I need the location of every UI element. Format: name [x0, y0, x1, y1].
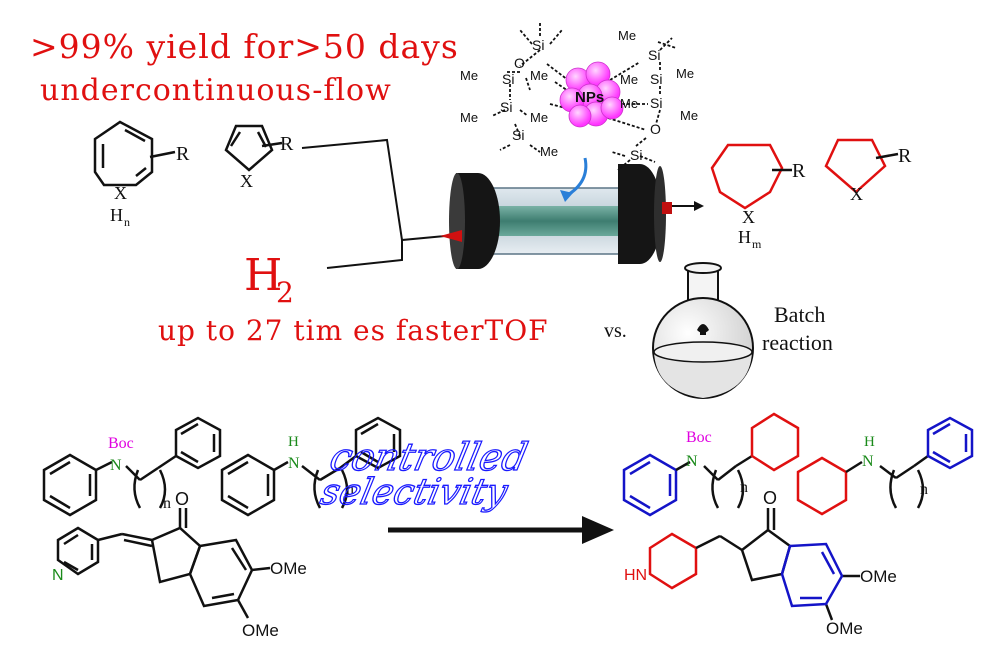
cat-o-1: O: [514, 55, 525, 71]
five-ring-X: X: [240, 171, 253, 191]
prod-six-m: m: [752, 237, 762, 251]
indanone-OMe-2: OMe: [242, 621, 279, 640]
headline-line2: undercontinuous-flow: [40, 73, 392, 108]
cat-si-3: Si: [500, 99, 512, 115]
batch-line2: reaction: [762, 330, 833, 355]
product-boc-amine: [622, 412, 800, 517]
boc-label: Boc: [108, 435, 134, 452]
inlet-nozzle: [440, 230, 462, 242]
donepezil-O: O: [763, 488, 777, 508]
np-cluster: [559, 61, 624, 128]
boc-amine-n: n: [163, 495, 171, 512]
cat-si-5: Si: [648, 47, 660, 63]
prod-five-R: R: [898, 145, 912, 167]
cat-me: Me: [530, 68, 548, 83]
cat-si-2: Si: [502, 71, 514, 87]
cat-me: Me: [540, 144, 558, 159]
outlet-nozzle: [662, 202, 672, 214]
selectivity-line2: selectivity: [317, 470, 512, 513]
indanone-OMe-1: OMe: [270, 559, 307, 578]
cat-me: Me: [460, 110, 478, 125]
substrate-six-ring: [93, 120, 176, 187]
product-five-ring: [824, 138, 899, 194]
cat-si-8: Si: [630, 147, 642, 163]
nh-amine-n: n: [346, 481, 354, 498]
prod-six-X: X: [742, 207, 755, 227]
donepezil-HN: HN: [624, 567, 647, 584]
headline-line1: >99% yield for>50 days: [30, 27, 459, 66]
headline: >99% yield for>50 days undercontinuous-f…: [30, 27, 459, 108]
cat-si-7: Si: [650, 95, 662, 111]
versus-text: vs.: [604, 320, 627, 342]
cat-me: Me: [620, 96, 638, 111]
prod-boc-N: N: [686, 453, 698, 470]
tof-text: up to 27 tim es fasterTOF: [158, 314, 549, 347]
reactant-boc-amine: [42, 416, 222, 517]
five-ring-R: R: [280, 133, 294, 155]
six-ring-n: n: [124, 215, 130, 229]
prod-six-H: H: [738, 227, 751, 247]
prod-six-R: R: [792, 160, 806, 182]
feed-lines: [301, 138, 446, 269]
cat-me: Me: [460, 68, 478, 83]
catalyst-bed: [490, 206, 630, 236]
selectivity-line1: controlled: [326, 435, 531, 480]
nh-amine-H: H: [288, 434, 299, 450]
prod-boc-n: n: [740, 479, 748, 496]
prod-nh-n: n: [920, 481, 928, 498]
cat-si-6: Si: [650, 71, 662, 87]
product-six-ring: [710, 143, 792, 210]
hydrogen-label: H: [244, 250, 282, 301]
catalyst-structure: NPs Si O Si Si Si Si Si Si Si O Me Me Me…: [460, 22, 698, 171]
flow-reactor: [440, 164, 704, 269]
np-label: NPs: [575, 89, 604, 106]
prod-boc-label: Boc: [686, 429, 712, 446]
cat-me: Me: [680, 108, 698, 123]
cat-me: Me: [618, 28, 636, 43]
cat-o-2: O: [650, 121, 661, 137]
six-ring-H: H: [110, 205, 123, 225]
nh-amine-N: N: [288, 455, 300, 472]
indanone-O: O: [175, 489, 189, 509]
cat-me: Me: [620, 72, 638, 87]
cat-si-1: Si: [532, 37, 544, 53]
boc-amine-N: N: [110, 457, 122, 474]
cat-si-4: Si: [512, 127, 524, 143]
cat-me: Me: [530, 110, 548, 125]
prod-five-X: X: [850, 184, 863, 204]
indanone-N: N: [52, 567, 64, 584]
donepezil-OMe-1: OMe: [860, 567, 897, 586]
prod-nh-N: N: [862, 453, 874, 470]
batch-flask: [652, 262, 754, 399]
six-ring-R: R: [176, 143, 190, 165]
substrate-five-ring: [224, 124, 283, 172]
product-nh-amine: [796, 416, 974, 516]
donepezil-OMe-2: OMe: [826, 619, 863, 638]
prod-nh-H: H: [864, 434, 875, 450]
reactant-indanone: [56, 508, 271, 619]
batch-line1: Batch: [774, 302, 825, 327]
cat-me: Me: [676, 66, 694, 81]
hydrogen-subscript: 2: [276, 276, 294, 309]
product-donepezil: [648, 508, 860, 621]
reactant-nh-amine: [220, 416, 402, 517]
six-ring-X: X: [114, 183, 127, 203]
